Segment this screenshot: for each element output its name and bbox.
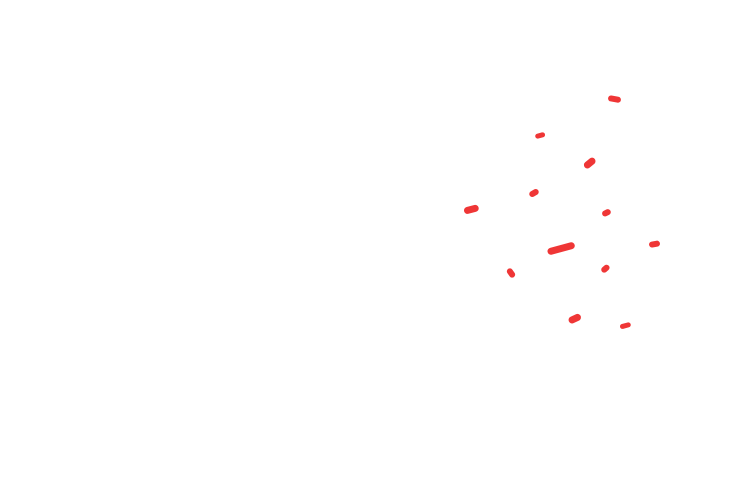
- red-mark: [649, 240, 660, 248]
- red-mark: [547, 242, 575, 255]
- red-mark: [602, 209, 611, 217]
- red-mark: [463, 204, 479, 214]
- red-mark: [535, 132, 546, 139]
- red-mark: [529, 188, 539, 197]
- red-mark: [506, 268, 516, 278]
- red-mark: [601, 264, 610, 273]
- red-mark: [583, 157, 596, 169]
- red-mark: [608, 95, 621, 103]
- red-mark: [619, 322, 631, 329]
- red-mark: [568, 313, 581, 324]
